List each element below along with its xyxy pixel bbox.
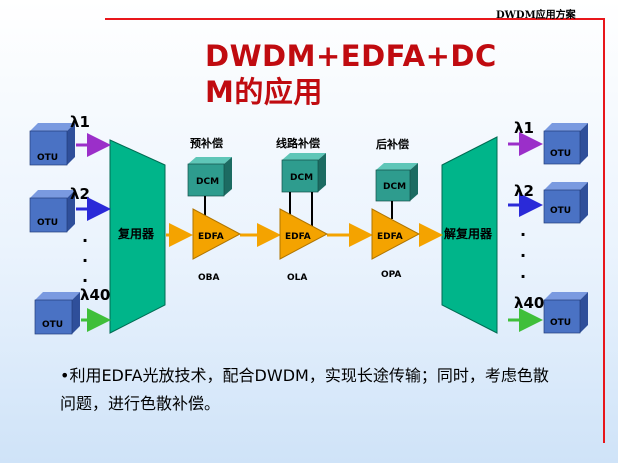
title-line-2: M的应用 [205,75,323,109]
stage-1-bottom-label: OBA [198,273,220,283]
lambda-right-1: λ1 [514,119,534,137]
edfa-ola [279,208,329,260]
edfa-opa [371,208,421,260]
lambda-left-2: λ2 [70,185,90,203]
dcm-1-label: DCM [196,177,219,187]
stage-2-bottom-label: OLA [287,273,307,283]
ellipsis-left-2: · [82,251,88,270]
stage-3-top-label: 后补偿 [376,137,409,151]
otu-right-1-label: OTU [550,149,571,159]
dcm-2-label: DCM [290,173,313,183]
edfa-ola-label: EDFA [285,232,311,242]
edfa-opa-label: EDFA [377,232,403,242]
stage-2-top-label: 线路补偿 [276,136,320,150]
header-rule [105,18,605,20]
otu-right-2-label: OTU [550,206,571,216]
lambda-left-3: λ40 [80,286,110,304]
multiplexer [109,139,166,334]
otu-right-1: OTU [543,123,588,165]
slide-title: DWDM+EDFA+DC M的应用 [205,38,497,110]
edfa-oba [192,208,242,260]
demultiplexer-label: 解复用器 [444,226,493,241]
lambda-right-3: λ40 [514,294,544,312]
caption: •利用EDFA光放技术，配合DWDM，实现长途传输；同时，考虑色散 问题，进行色… [60,362,580,418]
ellipsis-left-3: · [82,271,88,290]
dcm-1: DCM [187,157,232,197]
otu-left-2: OTU [29,190,75,233]
title-line-1: DWDM+EDFA+DC [205,39,497,73]
caption-line-2: 问题，进行色散补偿。 [60,394,221,413]
multiplexer-label: 复用器 [117,226,155,241]
lambda-left-1: λ1 [70,113,90,131]
otu-right-2: OTU [543,182,588,224]
stage-3-bottom-label: OPA [381,270,401,280]
caption-line-1: •利用EDFA光放技术，配合DWDM，实现长途传输；同时，考虑色散 [60,366,549,385]
ellipsis-left-1: · [82,231,88,250]
dcm-2: DCM [281,153,326,193]
ellipsis-right-2: · [520,246,526,265]
otu-right-3: OTU [543,292,588,334]
ellipsis-right-3: · [520,267,526,286]
otu-left-3: OTU [34,292,80,335]
dcm-3: DCM [375,163,418,202]
otu-left-1-label: OTU [37,153,58,163]
stage-1-top-label: 预补偿 [190,136,223,150]
demultiplexer [441,136,498,334]
edfa-oba-label: EDFA [198,232,224,242]
otu-right-3-label: OTU [550,318,571,328]
lambda-right-2: λ2 [514,182,534,200]
header-label: DWDM应用方案 [496,10,576,21]
side-rule [603,18,605,443]
otu-left-2-label: OTU [37,218,58,228]
ellipsis-right-1: · [520,225,526,244]
otu-left-3-label: OTU [42,320,63,330]
dcm-3-label: DCM [383,182,406,192]
otu-left-1: OTU [29,123,75,166]
